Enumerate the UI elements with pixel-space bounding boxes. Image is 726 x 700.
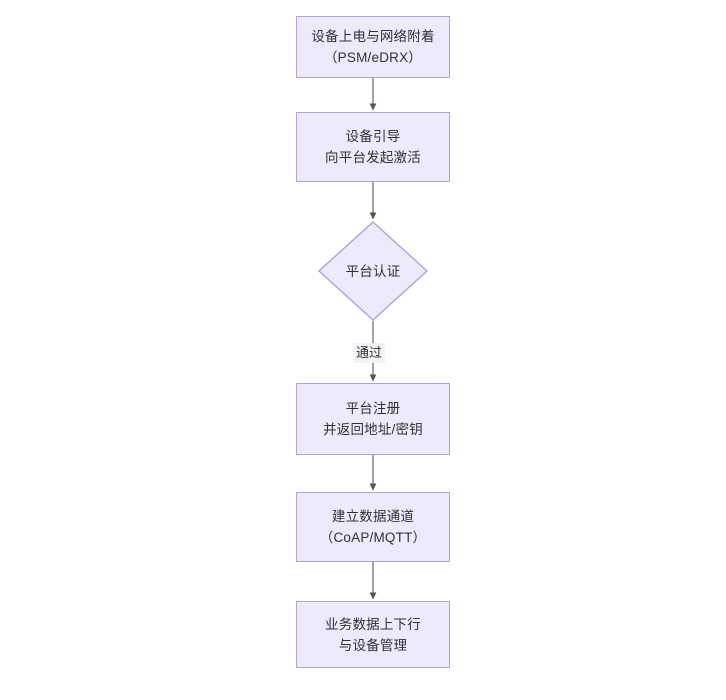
edge-label-text: 通过 (356, 345, 383, 360)
node-label: 设备上电与网络附着 （PSM/eDRX） (311, 29, 435, 65)
node-label: 平台注册 并返回地址/密钥 (323, 401, 423, 437)
node-label: 建立数据通道 （CoAP/MQTT） (319, 509, 427, 545)
node-device-power-on[interactable]: 设备上电与网络附着 （PSM/eDRX） (296, 16, 450, 78)
diamond-shape-icon (318, 221, 428, 321)
node-device-bootstrap[interactable]: 设备引导 向平台发起激活 (296, 112, 450, 182)
node-business-data-and-device-management[interactable]: 业务数据上下行 与设备管理 (296, 601, 450, 668)
edge-label-pass: 通过 (353, 343, 386, 363)
node-label: 平台认证 (345, 263, 401, 279)
node-establish-data-channel[interactable]: 建立数据通道 （CoAP/MQTT） (296, 492, 450, 562)
node-platform-registration[interactable]: 平台注册 并返回地址/密钥 (296, 383, 450, 455)
node-platform-authentication[interactable]: 平台认证 (318, 221, 428, 321)
node-label: 业务数据上下行 与设备管理 (325, 616, 421, 653)
node-label: 设备引导 向平台发起激活 (325, 129, 421, 165)
